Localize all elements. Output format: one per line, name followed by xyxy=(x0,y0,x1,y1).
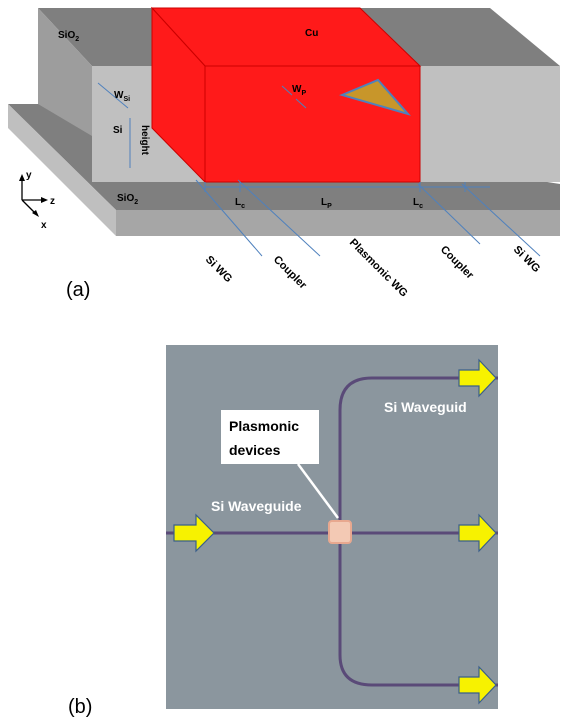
section-line-4 xyxy=(461,183,541,257)
callout-text-line-2: devices xyxy=(229,442,281,458)
z-axis-arrowhead xyxy=(41,197,48,203)
upper-output-waveguide xyxy=(338,376,498,523)
section-label-coupler-right: Coupler xyxy=(438,244,476,282)
w-p-dimension-line-top xyxy=(281,85,293,96)
section-line-1 xyxy=(195,179,263,257)
y-axis-label: y xyxy=(26,170,32,181)
si-label: Si xyxy=(113,125,123,136)
sio2-top-label: SiO2 xyxy=(58,30,79,43)
z-axis-label: z xyxy=(50,196,55,207)
section-label-si-wg-right: Si WG xyxy=(511,244,542,275)
plasmonic-triangle-cross-section xyxy=(338,78,412,116)
lower-output-arrow xyxy=(458,665,497,705)
height-label: height xyxy=(139,125,150,156)
w-p-dimension-line-bottom xyxy=(295,98,307,109)
output-waveguide-label: Si Waveguid xyxy=(384,399,467,415)
y-axis-arrowhead xyxy=(19,174,25,181)
l-p-label: LP xyxy=(321,197,332,210)
panel-a-label: (a) xyxy=(66,279,90,301)
lower-output-waveguide xyxy=(338,543,498,687)
callout-pointer xyxy=(296,463,340,519)
w-si-dimension-line xyxy=(97,82,129,109)
section-label-plasmonic-wg: Plasmonic WG xyxy=(347,237,410,300)
upper-output-arrow xyxy=(458,358,497,398)
x-axis-arrowhead xyxy=(32,210,39,217)
si-core-right-face xyxy=(420,66,560,182)
plasmonic-device xyxy=(328,520,352,544)
panel-b-micrograph: Plasmonic devices Si Waveguide Si Wavegu… xyxy=(68,345,498,717)
x-axis-label: x xyxy=(41,220,47,231)
sio2-cladding-left-face xyxy=(38,8,92,136)
sio2-substrate-front-face xyxy=(116,210,560,236)
cu-block-front-face xyxy=(204,65,421,183)
middle-output-arrow xyxy=(458,513,497,553)
w-p-label: WP xyxy=(292,84,306,97)
l-c-right-label: Lc xyxy=(413,197,423,210)
coordinate-axes: y z x xyxy=(19,170,55,231)
x-axis-arrow xyxy=(21,199,37,215)
callout-text-line-1: Plasmonic xyxy=(229,418,299,434)
l-c-left-label: Lc xyxy=(235,197,245,210)
panel-b-label: (b) xyxy=(68,696,92,717)
callout-box xyxy=(221,410,319,464)
cu-label: Cu xyxy=(305,28,318,39)
section-line-3 xyxy=(417,183,481,245)
section-label-si-wg-left: Si WG xyxy=(203,254,234,285)
input-waveguide-label: Si Waveguide xyxy=(211,498,302,514)
w-si-label: WSi xyxy=(114,90,130,103)
section-label-coupler-left: Coupler xyxy=(271,254,309,292)
sio2-bottom-label: SiO2 xyxy=(117,193,138,206)
input-arrow xyxy=(173,513,215,553)
sio2-substrate-side-face xyxy=(8,104,116,236)
panel-a-diagram: SiO2 Cu WSi Si height WP SiO2 Lc LP Lc S… xyxy=(8,6,560,301)
section-line-2 xyxy=(237,179,321,257)
